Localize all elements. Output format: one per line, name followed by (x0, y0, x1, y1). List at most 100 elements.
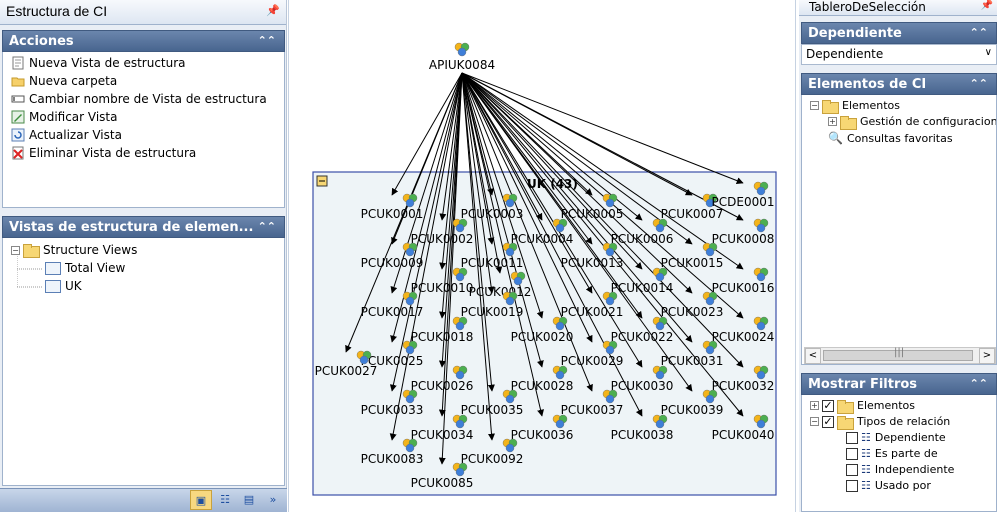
expand-tree-icon[interactable]: + (828, 117, 837, 126)
filter-relation-usado-por[interactable]: ☷ Usado por (846, 479, 931, 492)
graph-node[interactable]: PCUK0003 (461, 193, 524, 221)
collapse-chevron-icon[interactable]: ⌃⌃ (257, 34, 276, 47)
vistas-header[interactable]: Vistas de estructura de elemen... ⌃⌃ (2, 216, 285, 238)
collapse-chevron-icon[interactable]: ⌃⌃ (969, 26, 988, 39)
graph-node[interactable]: PCUK0016 (712, 267, 775, 295)
dependiente-select[interactable]: Dependiente ∨ (801, 44, 997, 65)
graph-node[interactable]: PCUK0020 (511, 316, 574, 344)
graph-node[interactable]: PCUK0028 (511, 365, 574, 393)
scroll-left-icon[interactable]: < (805, 348, 821, 364)
node-label[interactable]: PCUK0035 (461, 403, 524, 417)
node-label[interactable]: PCUK0026 (411, 379, 474, 393)
graph-node[interactable]: PCUK0038 (611, 414, 674, 442)
horizontal-scrollbar[interactable]: < ||| > (804, 347, 996, 364)
tree-favorites[interactable]: 🔍 Consultas favoritas (828, 131, 953, 145)
graph-node[interactable]: PCUK0025 (361, 340, 424, 368)
node-label[interactable]: PCUK0003 (461, 207, 524, 221)
elementos-ci-header[interactable]: Elementos de CI ⌃⌃ (801, 73, 997, 95)
view-list-icon[interactable]: ▤ (243, 493, 255, 506)
graph-node[interactable]: PCUK0017 (361, 291, 424, 319)
checkbox-unchecked-icon[interactable] (846, 447, 858, 460)
node-label[interactable]: PCUK0010 (411, 281, 474, 295)
relationship-graph[interactable]: UK (43) APIUK0084PCUK0001PCUK0002PCUK000… (289, 0, 797, 512)
action-new-structure-view[interactable]: Nueva Vista de estructura (11, 54, 186, 72)
node-label[interactable]: PCUK0006 (611, 232, 674, 246)
graph-node[interactable]: PCUK0001 (361, 193, 424, 221)
node-label[interactable]: PCUK0032 (712, 379, 775, 393)
graph-node[interactable]: PCUK0031 (661, 340, 724, 368)
graph-node[interactable]: PCUK0040 (712, 414, 775, 442)
node-label[interactable]: PCUK0024 (712, 330, 775, 344)
graph-node[interactable]: PCUK0030 (611, 365, 674, 393)
node-label[interactable]: PCUK0019 (461, 305, 524, 319)
collapse-chevron-icon[interactable]: ⌃⌃ (257, 220, 276, 233)
action-delete-view[interactable]: Eliminar Vista de estructura (11, 144, 196, 162)
graph-node[interactable]: PCUK0010 (411, 267, 474, 295)
node-label[interactable]: PCDE0001 (712, 195, 775, 209)
checkbox-checked-icon[interactable]: ✓ (822, 414, 834, 428)
node-label[interactable]: PCUK0013 (561, 256, 624, 270)
graph-node[interactable]: PCUK0083 (361, 438, 424, 466)
node-label[interactable]: PCUK0015 (661, 256, 724, 270)
graph-node[interactable]: PCUK0002 (411, 218, 474, 246)
graph-node[interactable]: PCUK0014 (611, 267, 674, 295)
node-label[interactable]: PCUK0029 (561, 354, 624, 368)
root-node-label[interactable]: APIUK0084 (429, 58, 495, 72)
checkbox-checked-icon[interactable]: ✓ (822, 398, 834, 412)
node-label[interactable]: PCUK0083 (361, 452, 424, 466)
graph-node[interactable]: PCUK0021 (561, 291, 624, 319)
node-label[interactable]: PCUK0027 (315, 364, 378, 378)
graph-node[interactable]: PCUK0026 (411, 365, 474, 393)
node-label[interactable]: PCUK0005 (561, 207, 624, 221)
graph-node[interactable]: PCUK0034 (411, 414, 474, 442)
graph-node[interactable]: PCUK0004 (511, 218, 574, 246)
node-label[interactable]: PCUK0020 (511, 330, 574, 344)
filter-relation-independiente[interactable]: ☷ Independiente (846, 463, 954, 476)
graph-node[interactable]: PCUK0092 (461, 438, 524, 466)
checkbox-unchecked-icon[interactable] (846, 479, 858, 492)
collapse-tree-icon[interactable]: − (810, 417, 819, 426)
node-label[interactable]: PCUK0039 (661, 403, 724, 417)
graph-node[interactable]: PCUK0033 (361, 389, 424, 417)
graph-node[interactable]: PCUK0011 (461, 242, 524, 270)
node-label[interactable]: PCUK0023 (661, 305, 724, 319)
node-label[interactable]: PCUK0022 (611, 330, 674, 344)
tree-uk-view[interactable]: UK (45, 279, 82, 293)
graph-node[interactable]: PCUK0039 (661, 389, 724, 417)
node-label[interactable]: PCUK0038 (611, 428, 674, 442)
graph-node[interactable]: PCUK0032 (712, 365, 775, 393)
filter-relation-dependiente[interactable]: ☷ Dependiente (846, 431, 946, 444)
node-label[interactable]: PCUK0031 (661, 354, 724, 368)
graph-node[interactable]: PCUK0008 (712, 218, 775, 246)
graph-node-root[interactable]: APIUK0084 (429, 42, 495, 72)
graph-node[interactable]: PCUK0037 (561, 389, 624, 417)
tree-gestion-config[interactable]: + Gestión de configuraciones (828, 115, 996, 130)
action-new-folder[interactable]: Nueva carpeta (11, 72, 117, 90)
graph-canvas[interactable]: UK (43) APIUK0084PCUK0001PCUK0002PCUK000… (288, 0, 796, 512)
filtros-header[interactable]: Mostrar Filtros ⌃⌃ (801, 373, 997, 395)
pin-icon[interactable]: 📌 (266, 5, 280, 17)
collapse-chevron-icon[interactable]: ⌃⌃ (969, 377, 988, 390)
tree-total-view[interactable]: Total View (45, 261, 125, 275)
node-label[interactable]: PCUK0004 (511, 232, 574, 246)
filter-elementos[interactable]: + ✓ Elementos (810, 398, 915, 414)
dependiente-header[interactable]: Dependiente ⌃⌃ (801, 22, 997, 44)
graph-node[interactable]: PCUK0013 (561, 242, 624, 270)
tree-structure-views[interactable]: − Structure Views (11, 243, 137, 258)
graph-node[interactable]: PCUK0024 (712, 316, 775, 344)
node-label[interactable]: PCUK0007 (661, 207, 724, 221)
scroll-thumb[interactable]: ||| (823, 347, 973, 361)
graph-node[interactable]: PCUK0006 (611, 218, 674, 246)
action-refresh-view[interactable]: Actualizar Vista (11, 126, 122, 144)
filter-tipos-relacion[interactable]: − ✓ Tipos de relación (810, 414, 950, 430)
view-tree-icon[interactable]: ☷ (220, 493, 230, 506)
graph-node[interactable]: PCUK0007 (661, 193, 724, 221)
graph-node[interactable]: PCUK0005 (561, 193, 624, 221)
action-rename-view[interactable]: Cambiar nombre de Vista de estructura (11, 90, 267, 108)
collapse-chevron-icon[interactable]: ⌃⌃ (969, 77, 988, 90)
graph-node[interactable]: PCUK0029 (561, 340, 624, 368)
chevron-down-icon[interactable]: ∨ (984, 47, 992, 58)
view-graph-icon[interactable]: ▣ (190, 490, 212, 510)
node-label[interactable]: PCUK0021 (561, 305, 624, 319)
collapse-tree-icon[interactable]: − (11, 245, 20, 255)
